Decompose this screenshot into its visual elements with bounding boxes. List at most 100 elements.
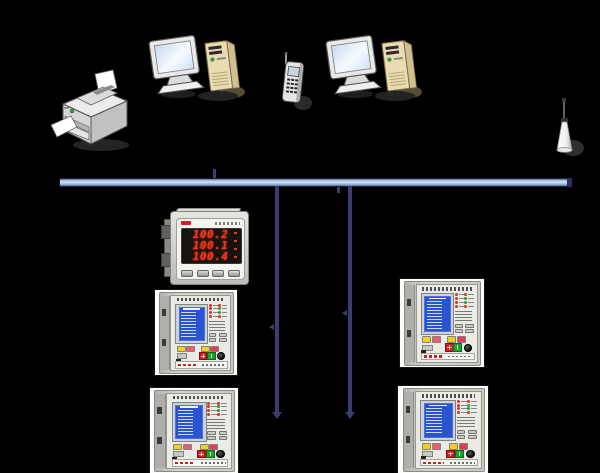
close-button [205,450,215,459]
meter-led-display: 100.2 100.1 100.4 [181,227,242,264]
relay-indicator-labels [208,320,226,332]
brand-text [174,461,195,465]
relay-front-panel [414,391,482,470]
led [455,305,464,308]
relay-key [218,431,227,436]
led [217,409,227,412]
relay-port [421,349,427,354]
digital-power-meter-icon: 100.2 100.1 100.4 [160,207,249,285]
relay-nav-keys [207,431,227,441]
protection-relay-icon [400,279,484,367]
pink-button [186,345,195,353]
yellow-button [201,345,210,353]
led [218,304,227,307]
led [467,404,477,407]
relay-brand-label [420,352,475,361]
relay-mounting-flange [405,285,416,362]
led [457,407,467,410]
drop-line-tick [342,310,347,316]
relay-lcd-content [175,404,204,439]
gray-button [173,451,185,458]
relay-function-buttons [172,443,227,451]
led [217,413,227,416]
relay-control-buttons [420,449,476,458]
relay-case [402,387,485,473]
led [218,311,227,314]
meter-front-panel: 100.2 100.1 100.4 [176,217,245,281]
relay-key [456,435,466,440]
model-text [449,461,476,464]
relay-front-panel [170,295,232,372]
relay-lcd-screen [175,303,209,345]
relay-function-buttons [421,336,473,344]
relay-key [465,328,474,333]
relay-case [159,291,235,375]
led [467,400,477,403]
led [217,402,227,405]
relay-nav-keys [456,430,477,440]
relay-port [420,456,427,460]
pink-button [183,443,193,451]
model-text [200,462,226,464]
model-text [448,355,473,358]
relay-key [218,436,227,441]
pink-button [209,443,219,451]
relay-lcd-screen [420,292,455,335]
mobile-phone-icon [281,52,312,110]
led [207,405,217,408]
yellow-button [422,336,432,344]
relay-port [172,456,178,460]
protection-relay-icon [150,388,238,473]
led [464,293,473,296]
control-knob [216,450,226,459]
drop-line-arrow [345,412,355,419]
relay-led-indicators [209,304,227,318]
relay-title-text [422,287,472,291]
led [207,413,217,416]
relay-mounting-flange [160,295,170,371]
flange-slot [157,436,162,444]
meter-buttons [181,269,240,277]
relay-indicator-labels [454,310,472,323]
led [464,301,473,304]
trip-button [445,449,456,458]
control-knob [463,343,472,352]
relay-indicator-labels [456,417,475,429]
yellow-button [421,442,432,450]
led [455,293,464,296]
relay-lcd-content [424,296,452,332]
meter-reading-row1: 100.2 [192,228,229,242]
desktop-computer-icon [325,34,422,101]
relay-title-text [173,395,226,400]
relay-control-buttons [175,352,226,361]
yellow-button [199,443,209,451]
relay-function-buttons [175,345,226,353]
relay-lcd-content [423,403,453,438]
relay-function-buttons [420,442,476,450]
gray-button [176,353,188,360]
pink-button [431,336,441,344]
relay-brand-label [420,459,479,467]
relay-brand-label [175,361,229,369]
control-knob [217,352,226,361]
meter-brand-logo [180,221,191,226]
flange-slot [407,298,412,306]
bus-connector-stub [213,169,216,178]
meter-reading-row2: 100.1 [192,239,229,253]
relay-key [207,431,216,436]
pink-button [431,442,442,450]
relay-port [176,358,181,362]
led [209,304,218,307]
meter-button [196,269,209,277]
led [455,301,464,304]
relay-key [456,430,466,435]
relay-led-indicators [455,293,474,308]
relay-key [468,430,477,435]
led [209,311,218,314]
brand-text [423,461,444,464]
led [464,297,473,300]
yellow-button [448,442,458,450]
meter-readings: 100.2 100.1 100.4 [184,229,228,262]
meter-unit-indicators [231,231,239,260]
